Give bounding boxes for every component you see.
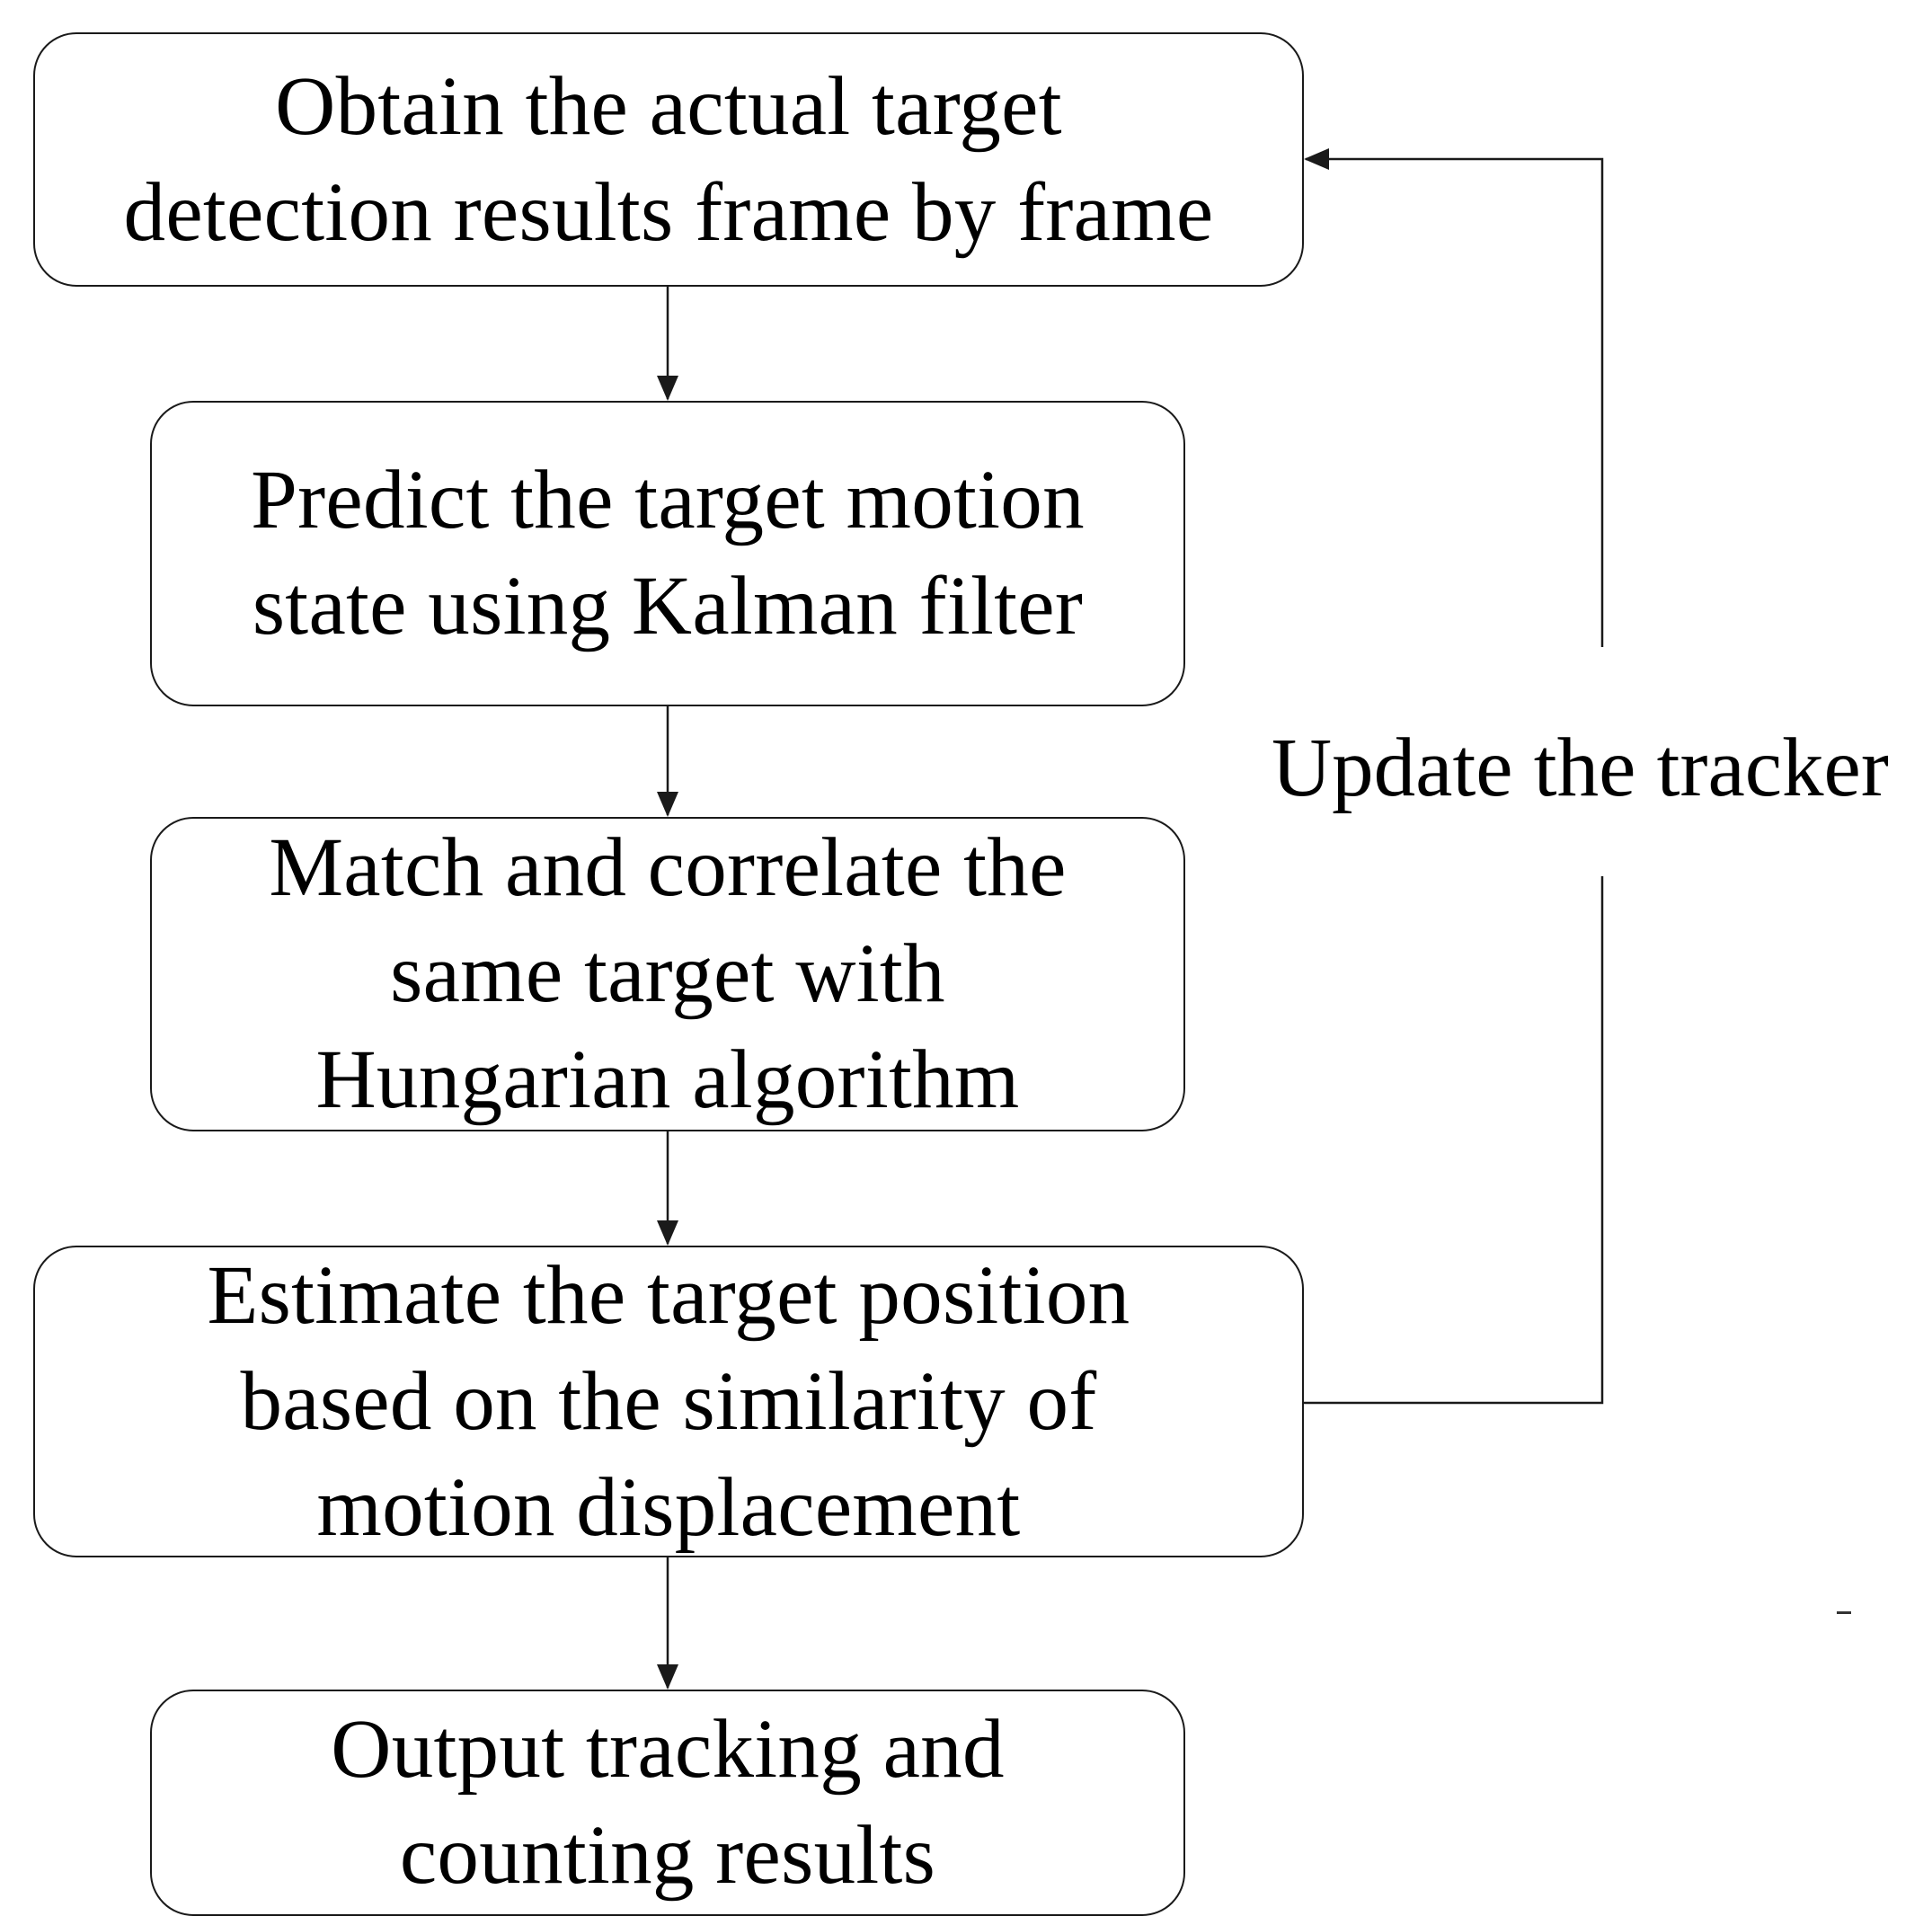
step-text-line: based on the similarity of: [240, 1354, 1097, 1448]
step-text-line: Hungarian algorithm: [315, 1033, 1020, 1126]
step-text-line: Predict the target motion: [251, 454, 1085, 546]
step-obtain-detections: Obtain the actual target detection resul…: [33, 32, 1304, 287]
step-hungarian-match-text: Match and correlate the same target with…: [269, 815, 1066, 1133]
step-text-line: state using Kalman filter: [252, 560, 1084, 652]
step-text-line: same target with: [390, 927, 945, 1020]
step-text-line: Obtain the actual target: [275, 59, 1062, 153]
stray-mark: [1837, 1611, 1851, 1614]
step-kalman-predict: Predict the target motion state using Ka…: [150, 401, 1185, 706]
step-text-line: Estimate the target position: [207, 1248, 1130, 1342]
step-estimate-position: Estimate the target position based on th…: [33, 1246, 1304, 1557]
feedback-arrow-upper: [1304, 148, 1604, 647]
step-text-line: motion displacement: [316, 1460, 1021, 1554]
step-obtain-detections-text: Obtain the actual target detection resul…: [124, 54, 1214, 266]
step-hungarian-match: Match and correlate the same target with…: [150, 817, 1185, 1131]
step-output-results: Output tracking and counting results: [150, 1690, 1185, 1916]
step-text-line: Match and correlate the: [269, 821, 1067, 914]
step-text-line: counting results: [399, 1809, 936, 1902]
feedback-label: Update the tracker: [1272, 722, 1889, 814]
step-estimate-position-text: Estimate the target position based on th…: [208, 1243, 1130, 1561]
feedback-line-lower: [1304, 876, 1604, 1405]
step-text-line: detection results frame by frame: [123, 165, 1214, 259]
step-text-line: Output tracking and: [331, 1703, 1005, 1796]
step-kalman-predict-text: Predict the target motion state using Ka…: [251, 448, 1085, 660]
step-output-results-text: Output tracking and counting results: [331, 1697, 1005, 1909]
